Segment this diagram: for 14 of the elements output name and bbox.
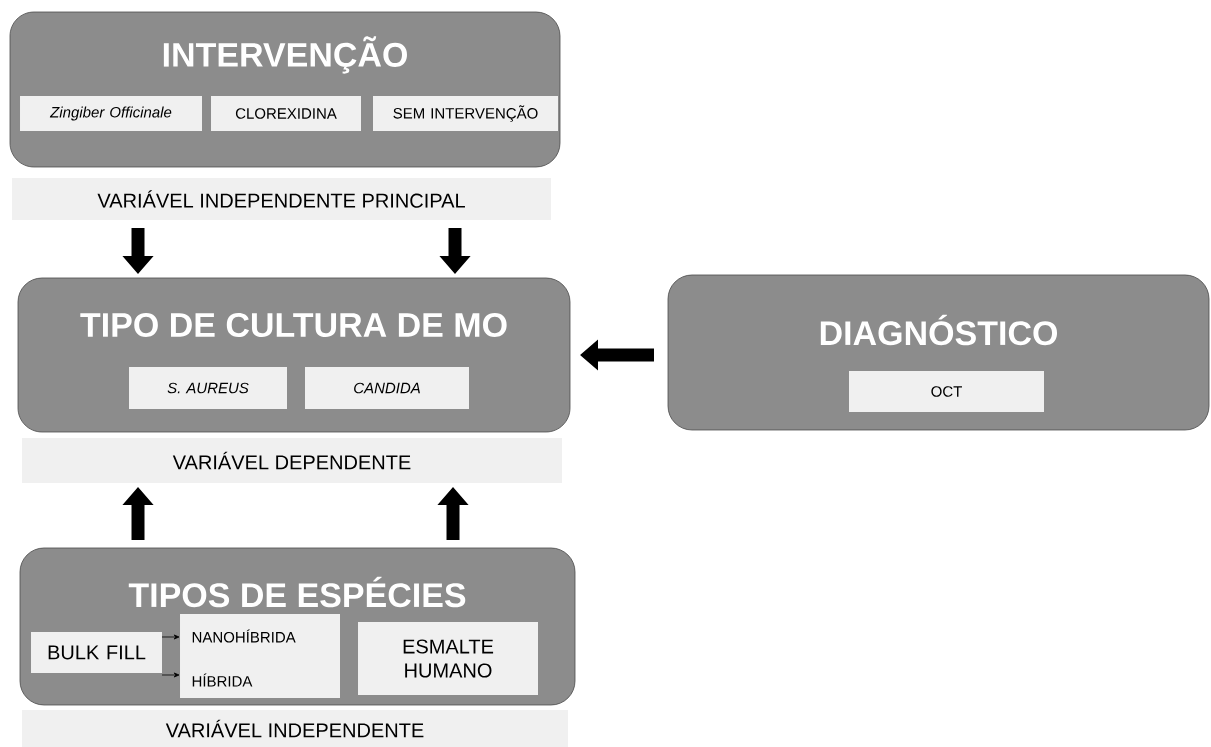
label-band: VARIÁVEL INDEPENDENTE (22, 710, 568, 747)
option-box: Zingiber Officinale (20, 96, 202, 131)
option-box: CANDIDA (305, 367, 469, 409)
label-band: VARIÁVEL INDEPENDENTE PRINCIPAL (12, 178, 551, 220)
option-box: CLOREXIDINA (211, 96, 361, 131)
option-box: NANOHÍBRIDA HÍBRIDA (180, 614, 340, 698)
option-box: S. AUREUS (129, 367, 287, 409)
arrow (161, 634, 180, 640)
option-box: OCT (849, 371, 1044, 412)
option-box: SEM INTERVENÇÃO (373, 96, 558, 131)
option-box: ESMALTE HUMANO (358, 622, 538, 695)
label-band: VARIÁVEL DEPENDENTE (22, 438, 562, 483)
option-box: BULK FILL (31, 632, 162, 673)
arrow (161, 672, 180, 678)
